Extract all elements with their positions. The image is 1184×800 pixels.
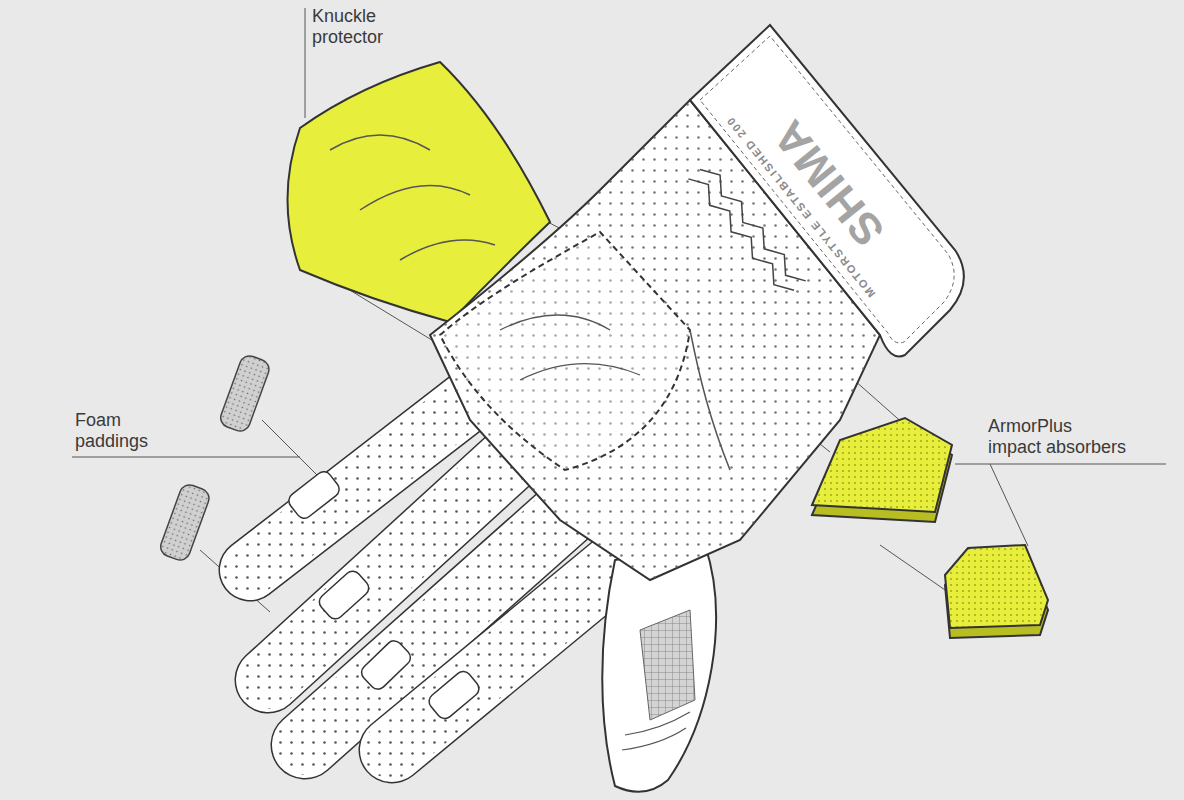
part-label: ArmorPlus impact absorbers (988, 416, 1129, 458)
glove-thumb (602, 545, 716, 792)
glove-cuff (690, 25, 964, 356)
part-label: Knuckle protector (312, 6, 416, 48)
leader-lines (72, 8, 1166, 612)
part-label: Foam paddings (75, 410, 179, 452)
